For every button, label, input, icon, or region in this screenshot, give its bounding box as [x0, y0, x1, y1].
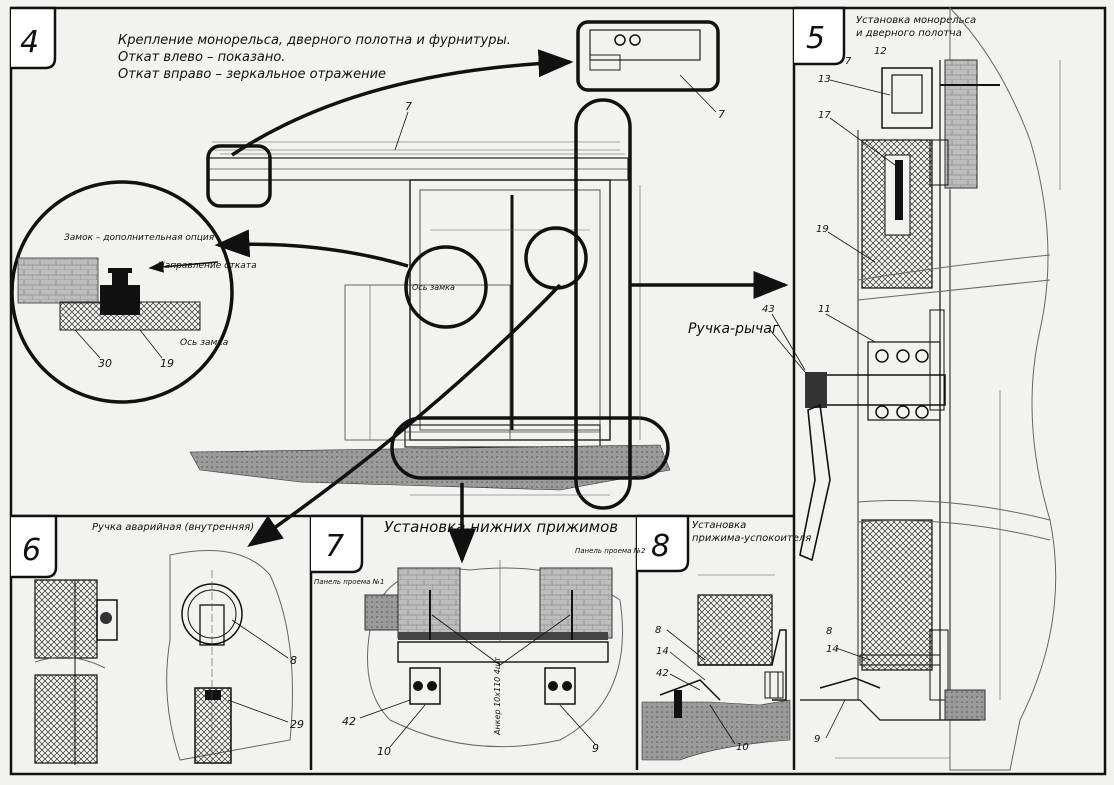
- callout-p7-10: 10: [377, 745, 391, 758]
- callout-p8-10: 10: [736, 742, 749, 753]
- callout-p8-8: 8: [655, 625, 661, 636]
- panel-4-title-line-3: Откат вправо – зеркальное отражение: [118, 67, 386, 82]
- panel-7-bottom-clamps: Панель проема №1 Панель проема №2 Анкер …: [314, 547, 646, 758]
- panel-8-number: 8: [651, 529, 670, 564]
- panel-6-title: Ручка аварийная (внутренняя): [92, 522, 254, 533]
- panel-5-number: 5: [806, 21, 825, 56]
- callout-p5-14: 14: [826, 644, 839, 655]
- callout-p5-17: 17: [818, 110, 831, 121]
- panel-4-title-line-1: Крепление монорельса, дверного полотна и…: [118, 33, 511, 48]
- callout-p5-11: 11: [818, 304, 831, 315]
- panel-6-number: 6: [22, 533, 41, 568]
- callout-p4-top-7: 7: [718, 108, 725, 121]
- panel-4-door-elevation: Ось замка 7: [189, 98, 671, 564]
- lock-detail-circle: Замок – дополнительная опция Направление…: [10, 180, 409, 404]
- callout-p6-29: 29: [290, 718, 304, 731]
- callout-p4-30: 30: [98, 357, 112, 370]
- lock-axis-label: Ось замка: [180, 338, 228, 348]
- panel-7-title: Установка нижних прижимов: [384, 518, 618, 536]
- panel-8-title-line-2: прижима-успокоителя: [692, 533, 811, 544]
- anchor-label: Анкер 10х110 4шт: [493, 657, 502, 736]
- panel-4-rail-detail: 7: [231, 20, 725, 157]
- callout-p4-mid-7: 7: [405, 100, 412, 113]
- panel-5-title-line-2: и дверного полотна: [856, 28, 962, 39]
- rollback-direction-label: Направление отката: [158, 261, 257, 271]
- panel-5-title-line-1: Установка монорельса: [856, 15, 976, 26]
- sheet-border: [9, 6, 1107, 776]
- panel-8-damper-clamp: 8 14 42 10: [641, 574, 791, 761]
- panel-6-emergency-handle: 8 29: [34, 550, 304, 765]
- callout-p5-19: 19: [816, 224, 829, 235]
- callout-p7-42: 42: [342, 715, 356, 728]
- handle-lever-label: Ручка-рычаг: [688, 321, 780, 337]
- opening-panel-2-label: Панель проема №2: [575, 547, 646, 555]
- lock-axis-center-label: Ось замка: [412, 283, 455, 292]
- lock-option-label: Замок – дополнительная опция: [64, 233, 215, 243]
- callout-p5-13: 13: [818, 74, 831, 85]
- callout-p5-8: 8: [826, 626, 832, 637]
- panel-7-number: 7: [325, 529, 344, 564]
- callout-p6-8: 8: [290, 654, 297, 667]
- callout-p8-14: 14: [656, 646, 669, 657]
- panel-8-title-line-1: Установка: [692, 520, 746, 531]
- panel-4-title-line-2: Откат влево – показано.: [118, 50, 285, 65]
- callout-p5-9: 9: [814, 734, 820, 745]
- callout-p5-12: 12: [874, 46, 887, 57]
- callout-p5-43: 43: [762, 304, 775, 315]
- callout-p8-42: 42: [656, 668, 669, 679]
- panel-4-number: 4: [20, 25, 39, 60]
- opening-panel-1-label: Панель проема №1: [314, 578, 384, 586]
- panel-5-section: 12 7 13 17 19 43 11 8 14 9 Ручка-рычаг: [688, 6, 1061, 771]
- callout-p5-7: 7: [845, 56, 852, 67]
- callout-p4-19: 19: [160, 357, 174, 370]
- callout-p7-9: 9: [592, 742, 599, 755]
